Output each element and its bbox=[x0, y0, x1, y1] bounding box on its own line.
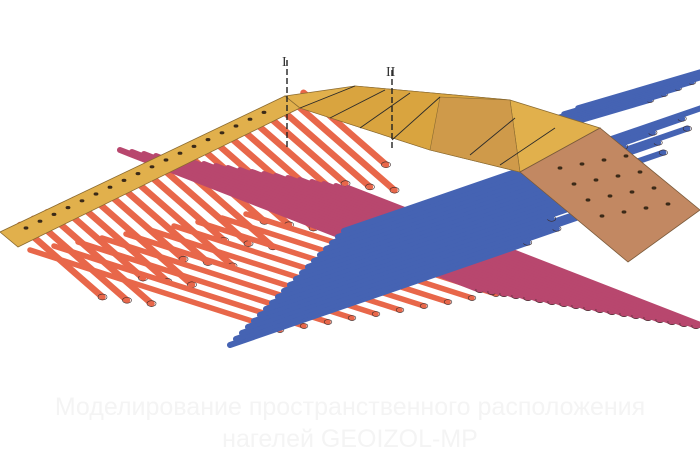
blue-nail-tip bbox=[658, 149, 668, 156]
figure-caption-line-2: нагелей GEOIZOL-MP bbox=[222, 425, 478, 450]
anchor-hole bbox=[135, 172, 141, 176]
anchor-hole bbox=[579, 162, 585, 166]
orange-nail-tip bbox=[146, 300, 157, 307]
blue-nail bbox=[263, 187, 614, 312]
anchor-hole bbox=[205, 138, 211, 142]
plate-seam-lines bbox=[299, 85, 556, 166]
blue-nail bbox=[227, 239, 531, 348]
blue-nail bbox=[281, 177, 608, 294]
blue-nail bbox=[575, 69, 700, 111]
orange-nail bbox=[273, 102, 374, 191]
anchor-hole bbox=[107, 185, 113, 189]
crown-plate-side bbox=[429, 96, 521, 173]
anchor-hole bbox=[51, 212, 57, 216]
anchor-hole bbox=[601, 158, 607, 162]
anchor-hole bbox=[637, 170, 643, 174]
anchor-hole bbox=[643, 206, 649, 210]
orange-nail-tip bbox=[122, 297, 132, 304]
plate-seam bbox=[391, 96, 441, 141]
anchor-hole bbox=[121, 178, 127, 182]
plate-anchor-holes bbox=[23, 110, 671, 230]
blue-nail bbox=[251, 215, 555, 324]
orange-nail-tip bbox=[347, 315, 357, 321]
plate-seam bbox=[299, 85, 356, 109]
plate-seam bbox=[469, 117, 516, 156]
anchor-hole bbox=[599, 214, 605, 218]
blue-nail-tip bbox=[682, 125, 692, 132]
blue-nail bbox=[335, 115, 686, 240]
orange-nail bbox=[259, 108, 349, 187]
plate-seam bbox=[359, 92, 411, 129]
orange-nail bbox=[151, 158, 252, 247]
anchor-hole bbox=[23, 226, 29, 230]
crown-plate-group bbox=[0, 85, 700, 263]
anchor-hole bbox=[233, 124, 239, 128]
orange-nail bbox=[111, 177, 212, 266]
anchor-hole bbox=[37, 219, 43, 223]
anchor-hole bbox=[219, 131, 225, 135]
anchor-hole bbox=[149, 165, 155, 169]
anchor-hole bbox=[585, 198, 591, 202]
anchor-hole bbox=[79, 199, 85, 203]
anchor-hole bbox=[557, 166, 563, 170]
orange-nail-tip bbox=[323, 319, 333, 325]
anchor-hole bbox=[621, 210, 627, 214]
orange-nail-tip bbox=[443, 299, 453, 305]
anchor-hole bbox=[163, 158, 169, 162]
orange-nail bbox=[286, 95, 398, 194]
anchor-hole bbox=[607, 194, 613, 198]
anchor-hole bbox=[629, 190, 635, 194]
anchor-hole bbox=[65, 206, 71, 210]
plate-seam bbox=[329, 89, 386, 119]
blue-nail bbox=[233, 225, 560, 342]
orange-nail bbox=[27, 247, 283, 333]
blue-nail bbox=[239, 211, 590, 336]
anchor-hole bbox=[615, 174, 621, 178]
anchor-hole bbox=[93, 192, 99, 196]
plate-seam bbox=[499, 127, 556, 166]
orange-nail-tip bbox=[381, 161, 391, 168]
blue-nail bbox=[275, 191, 579, 300]
orange-nail-tip bbox=[389, 186, 400, 194]
anchor-hole bbox=[665, 202, 671, 206]
section-marker-label-1: I bbox=[282, 55, 287, 70]
orange-nail-tip bbox=[365, 183, 375, 191]
section-marker-2: II bbox=[386, 65, 396, 150]
orange-nail bbox=[30, 215, 131, 304]
anchor-hole bbox=[571, 182, 577, 186]
anchor-hole bbox=[261, 110, 267, 114]
anchor-hole bbox=[191, 144, 197, 148]
blue-nail bbox=[245, 197, 619, 330]
anchor-hole bbox=[593, 178, 599, 182]
anchor-hole bbox=[623, 154, 629, 158]
blue-nail bbox=[257, 201, 584, 318]
anchor-hole bbox=[247, 117, 253, 121]
anchor-hole bbox=[177, 151, 183, 155]
orange-nail-tip bbox=[371, 311, 381, 317]
orange-nail-tip bbox=[467, 295, 477, 301]
figure-caption-line-1: Моделирование пространственного располож… bbox=[54, 393, 646, 421]
orange-nail-tip bbox=[395, 307, 405, 313]
orange-nail-tip bbox=[97, 293, 108, 301]
orange-nail-tip bbox=[419, 303, 429, 309]
section-marker-label-2: II bbox=[386, 65, 396, 80]
anchor-hole bbox=[651, 186, 657, 190]
section-marker-1: I bbox=[282, 55, 288, 150]
orange-nail-tip bbox=[299, 323, 309, 329]
